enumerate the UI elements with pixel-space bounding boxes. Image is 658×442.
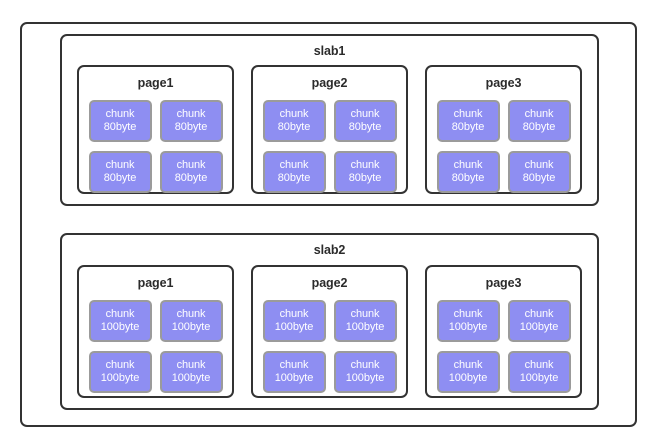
chunk-grid-slab2-page1: chunk 100byte chunk 100byte chunk 100byt… (88, 300, 223, 393)
chunk-block: chunk 80byte (333, 151, 397, 193)
chunk-block: chunk 100byte (88, 351, 152, 393)
chunk-size: 100byte (345, 321, 385, 333)
slab-title-2: slab2 (313, 243, 346, 257)
chunk-label: chunk (350, 307, 380, 320)
chunk-grid-slab2-page3: chunk 100byte chunk 100byte chunk 100byt… (436, 300, 571, 393)
chunk-label: chunk (279, 358, 309, 371)
chunk-grid-slab1-page2: chunk 80byte chunk 80byte chunk 80byte (262, 100, 397, 193)
chunk-size: 100byte (345, 372, 385, 384)
chunk-size: 80byte (277, 172, 311, 184)
chunk-size: 100byte (100, 321, 140, 333)
page-title-slab2-page1: page1 (137, 276, 174, 290)
chunk-label: chunk (279, 158, 309, 171)
chunk-label: chunk (105, 158, 135, 171)
page-title-slab2-page3: page3 (485, 276, 522, 290)
chunk-label: chunk (279, 107, 309, 120)
chunk-block: chunk 100byte (333, 300, 397, 342)
chunk-label: chunk (176, 158, 206, 171)
chunk-block: chunk 80byte (507, 100, 571, 142)
chunk-block: chunk 80byte (507, 151, 571, 193)
chunk-size: 100byte (519, 321, 559, 333)
chunk-size: 80byte (522, 121, 556, 133)
chunk-size: 80byte (522, 172, 556, 184)
chunk-label: chunk (453, 358, 483, 371)
chunk-grid-slab1-page3: chunk 80byte chunk 80byte chunk 80byte (436, 100, 571, 193)
chunk-size: 80byte (451, 172, 485, 184)
chunk-size: 100byte (448, 372, 488, 384)
chunk-block: chunk 80byte (436, 151, 500, 193)
chunk-label: chunk (453, 107, 483, 120)
chunk-label: chunk (176, 107, 206, 120)
chunk-label: chunk (176, 358, 206, 371)
chunk-block: chunk 100byte (262, 351, 326, 393)
chunk-size: 100byte (100, 372, 140, 384)
chunk-label: chunk (524, 307, 554, 320)
chunk-size: 80byte (451, 121, 485, 133)
chunk-label: chunk (350, 158, 380, 171)
chunk-label: chunk (350, 107, 380, 120)
page-box-slab1-page1: page1 chunk 80byte chunk 80byte chunk 80 (77, 65, 234, 194)
page-title-slab1-page1: page1 (137, 76, 174, 90)
chunk-block: chunk 100byte (333, 351, 397, 393)
page-title-slab1-page3: page3 (485, 76, 522, 90)
chunk-block: chunk 100byte (262, 300, 326, 342)
chunk-size: 80byte (174, 121, 208, 133)
chunk-grid-slab2-page2: chunk 100byte chunk 100byte chunk 100byt… (262, 300, 397, 393)
page-box-slab2-page2: page2 chunk 100byte chunk 100byte chunk (251, 265, 408, 398)
chunk-block: chunk 80byte (159, 100, 223, 142)
chunk-size: 80byte (348, 121, 382, 133)
chunk-size: 80byte (277, 121, 311, 133)
page-title-slab1-page2: page2 (311, 76, 348, 90)
chunk-label: chunk (105, 307, 135, 320)
chunk-size: 80byte (103, 121, 137, 133)
chunk-size: 100byte (448, 321, 488, 333)
chunk-label: chunk (453, 158, 483, 171)
page-row-slab-2: page1 chunk 100byte chunk 100byte chunk (77, 265, 582, 398)
chunk-block: chunk 100byte (507, 351, 571, 393)
chunk-block: chunk 80byte (262, 100, 326, 142)
chunk-block: chunk 80byte (88, 100, 152, 142)
chunk-label: chunk (105, 358, 135, 371)
slab-title-1: slab1 (313, 44, 346, 58)
chunk-block: chunk 100byte (436, 351, 500, 393)
chunk-block: chunk 80byte (436, 100, 500, 142)
page-box-slab1-page2: page2 chunk 80byte chunk 80byte chunk 80 (251, 65, 408, 194)
chunk-label: chunk (524, 358, 554, 371)
chunk-block: chunk 100byte (507, 300, 571, 342)
chunk-block: chunk 80byte (159, 151, 223, 193)
page-row-slab-1: page1 chunk 80byte chunk 80byte chunk 80 (77, 65, 582, 194)
page-title-slab2-page2: page2 (311, 276, 348, 290)
chunk-size: 100byte (171, 321, 211, 333)
chunk-label: chunk (524, 158, 554, 171)
chunk-size: 100byte (171, 372, 211, 384)
chunk-label: chunk (105, 107, 135, 120)
chunk-block: chunk 80byte (88, 151, 152, 193)
chunk-label: chunk (524, 107, 554, 120)
chunk-label: chunk (453, 307, 483, 320)
chunk-label: chunk (176, 307, 206, 320)
chunk-block: chunk 100byte (159, 300, 223, 342)
chunk-block: chunk 100byte (88, 300, 152, 342)
chunk-label: chunk (350, 358, 380, 371)
slab-container-2: slab2 page1 chunk 100byte chunk 100byte (60, 233, 599, 410)
slab-container-1: slab1 page1 chunk 80byte chunk 80byte (60, 34, 599, 206)
chunk-size: 100byte (274, 372, 314, 384)
memory-outer-frame: slab1 page1 chunk 80byte chunk 80byte (20, 22, 637, 427)
chunk-label: chunk (279, 307, 309, 320)
chunk-size: 80byte (174, 172, 208, 184)
chunk-block: chunk 100byte (159, 351, 223, 393)
page-box-slab2-page3: page3 chunk 100byte chunk 100byte chunk (425, 265, 582, 398)
chunk-size: 80byte (348, 172, 382, 184)
chunk-size: 100byte (519, 372, 559, 384)
chunk-block: chunk 80byte (333, 100, 397, 142)
page-box-slab1-page3: page3 chunk 80byte chunk 80byte chunk 80 (425, 65, 582, 194)
chunk-size: 100byte (274, 321, 314, 333)
page-box-slab2-page1: page1 chunk 100byte chunk 100byte chunk (77, 265, 234, 398)
chunk-size: 80byte (103, 172, 137, 184)
chunk-block: chunk 100byte (436, 300, 500, 342)
chunk-grid-slab1-page1: chunk 80byte chunk 80byte chunk 80byte (88, 100, 223, 193)
chunk-block: chunk 80byte (262, 151, 326, 193)
